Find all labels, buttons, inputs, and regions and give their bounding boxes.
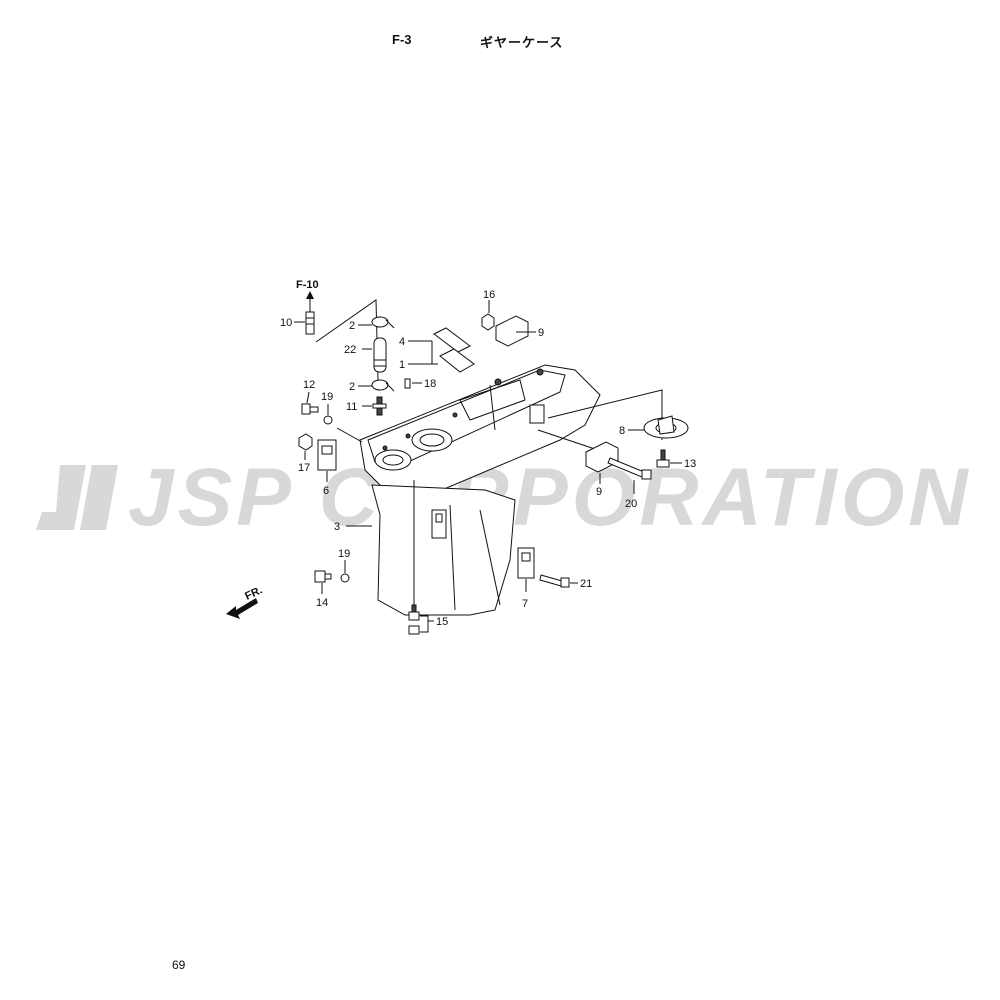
callout-8: 8 [619, 425, 625, 437]
callout-3: 3 [334, 521, 340, 533]
callout-19-lower: 19 [338, 548, 350, 560]
callout-11: 11 [346, 401, 357, 413]
bolt-icon [656, 449, 670, 468]
reference-label: F-10 [296, 279, 319, 291]
nut-icon [481, 313, 495, 331]
callout-21: 21 [580, 578, 592, 590]
seal-strip-icon [433, 327, 471, 353]
bolt-icon [539, 574, 570, 588]
callout-2-lower: 2 [349, 381, 355, 393]
diagram-code: F-3 [392, 32, 412, 47]
callout-14: 14 [316, 597, 328, 609]
washer-icon [340, 573, 350, 583]
long-bolt-icon [607, 457, 652, 480]
water-fitting-icon [372, 396, 387, 416]
bolt-icon [301, 403, 319, 415]
callout-22: 22 [344, 344, 356, 356]
watermark: JSP CORPORATION [36, 452, 972, 543]
callout-16: 16 [483, 289, 495, 301]
dowel-pin-icon [404, 378, 411, 389]
front-direction-arrow-icon [226, 598, 258, 619]
anode-block-icon [495, 315, 529, 347]
gasket-icon [439, 348, 475, 373]
callout-15: 15 [436, 616, 448, 628]
washer-icon [323, 415, 333, 425]
callout-9-lower: 9 [596, 486, 602, 498]
callout-9-upper: 9 [538, 327, 544, 339]
page-number: 69 [172, 958, 186, 972]
trim-tab-icon [643, 415, 689, 439]
watermark-logo-icon [36, 465, 118, 530]
callout-6: 6 [323, 485, 329, 497]
stud-icon [305, 311, 315, 335]
callout-10: 10 [280, 317, 292, 329]
drain-screw-icon [408, 604, 420, 635]
zinc-anode-icon [517, 547, 535, 579]
bolt-icon [314, 570, 332, 583]
callout-19-upper: 19 [321, 391, 333, 403]
gear-case-body [359, 364, 601, 616]
reference-arrow-icon [306, 291, 314, 312]
nut-icon [298, 433, 313, 451]
callout-7: 7 [522, 598, 528, 610]
front-direction-label: FR. [243, 584, 264, 602]
callout-13: 13 [684, 458, 696, 470]
hose-icon [373, 337, 387, 373]
watermark-text: JSP CORPORATION [128, 452, 972, 543]
hose-clip-icon [371, 379, 395, 392]
callout-18: 18 [424, 378, 436, 390]
leader-bracket [315, 299, 379, 381]
callout-2-upper: 2 [349, 320, 355, 332]
callout-20: 20 [625, 498, 637, 510]
callout-12: 12 [303, 379, 315, 391]
callout-4: 4 [399, 336, 405, 348]
diagram-title: ギヤーケース [480, 35, 564, 50]
callout-17: 17 [298, 462, 310, 474]
zinc-anode-icon [317, 439, 337, 471]
hose-clip-icon [371, 316, 395, 329]
callout-1: 1 [399, 359, 405, 371]
